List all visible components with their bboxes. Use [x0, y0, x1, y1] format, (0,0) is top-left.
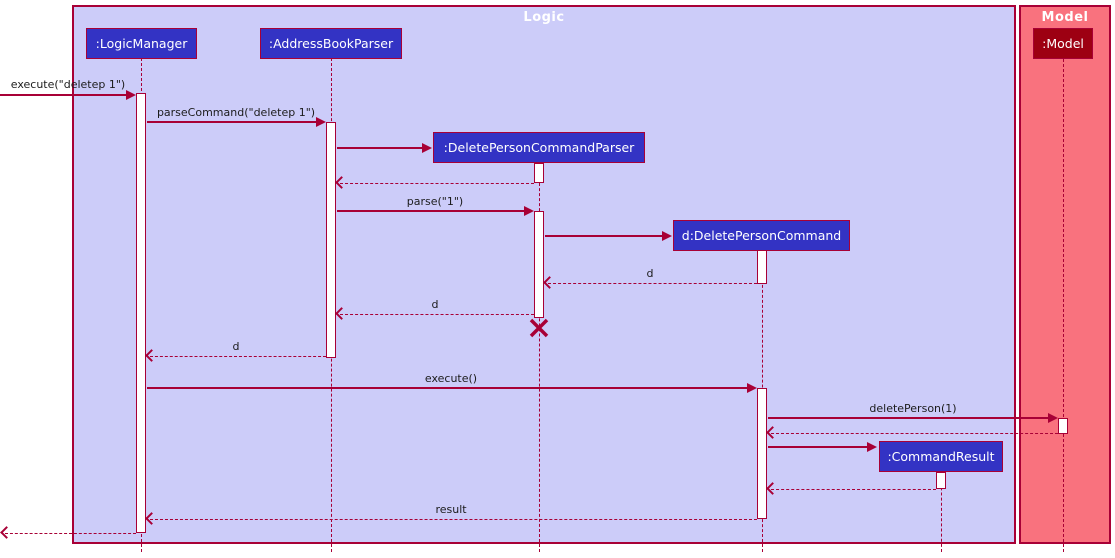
arrowhead-icon [126, 90, 136, 100]
message-line [545, 235, 663, 237]
arrowhead-icon [524, 206, 534, 216]
message-line [340, 314, 534, 315]
message-label: execute("deletep 1") [10, 78, 126, 91]
activation-address-book-parser [326, 122, 336, 358]
message-line [768, 417, 1048, 419]
message-label: result [435, 503, 467, 516]
message-line [771, 489, 936, 490]
activation-delete-person-command-parser-2 [534, 211, 544, 318]
message-line [150, 519, 757, 520]
arrowhead-icon [867, 442, 877, 452]
message-label: parse("1") [406, 195, 464, 208]
arrowhead-icon [0, 526, 13, 539]
activation-logic-manager [136, 93, 146, 533]
activation-command-result [936, 472, 946, 489]
message-line [147, 121, 317, 123]
participant-logic-manager: :LogicManager [86, 28, 197, 59]
message-line [337, 210, 525, 212]
message-label: parseCommand("deletep 1") [156, 106, 316, 119]
message-line [150, 356, 326, 357]
message-label: execute() [424, 372, 478, 385]
activation-delete-person-command-parser-1 [534, 163, 544, 183]
message-label: deletePerson(1) [869, 402, 957, 415]
model-frame-title: Model [1041, 10, 1089, 25]
destruction-x-icon [529, 318, 549, 338]
participant-delete-person-command-parser: :DeletePersonCommandParser [433, 132, 645, 163]
logic-frame: Logic [72, 5, 1016, 544]
activation-model [1058, 418, 1068, 434]
lifeline-command-result [941, 472, 942, 552]
arrowhead-icon [422, 143, 432, 153]
participant-address-book-parser: :AddressBookParser [260, 28, 402, 59]
participant-model: :Model [1033, 28, 1093, 59]
message-label: d [646, 267, 654, 280]
lifeline-model [1063, 59, 1064, 552]
message-line [768, 446, 868, 448]
arrowhead-icon [747, 383, 757, 393]
arrowhead-icon [662, 231, 672, 241]
participant-command-result: :CommandResult [879, 441, 1003, 472]
participant-delete-person-command: d:DeletePersonCommand [673, 220, 850, 251]
message-label: d [232, 340, 240, 353]
model-frame: Model [1019, 5, 1111, 544]
message-label: d [431, 298, 439, 311]
lifeline-delete-person-command-parser [539, 163, 540, 552]
logic-frame-title: Logic [523, 10, 565, 25]
arrowhead-icon [1048, 413, 1058, 423]
activation-delete-person-command-1 [757, 250, 767, 284]
message-line [0, 94, 127, 96]
message-line [147, 387, 747, 389]
activation-delete-person-command-2 [757, 388, 767, 519]
message-line [337, 147, 423, 149]
arrowhead-icon [316, 117, 326, 127]
message-line [340, 183, 534, 184]
message-line [5, 533, 136, 534]
message-line [548, 283, 757, 284]
message-line [771, 433, 1058, 434]
